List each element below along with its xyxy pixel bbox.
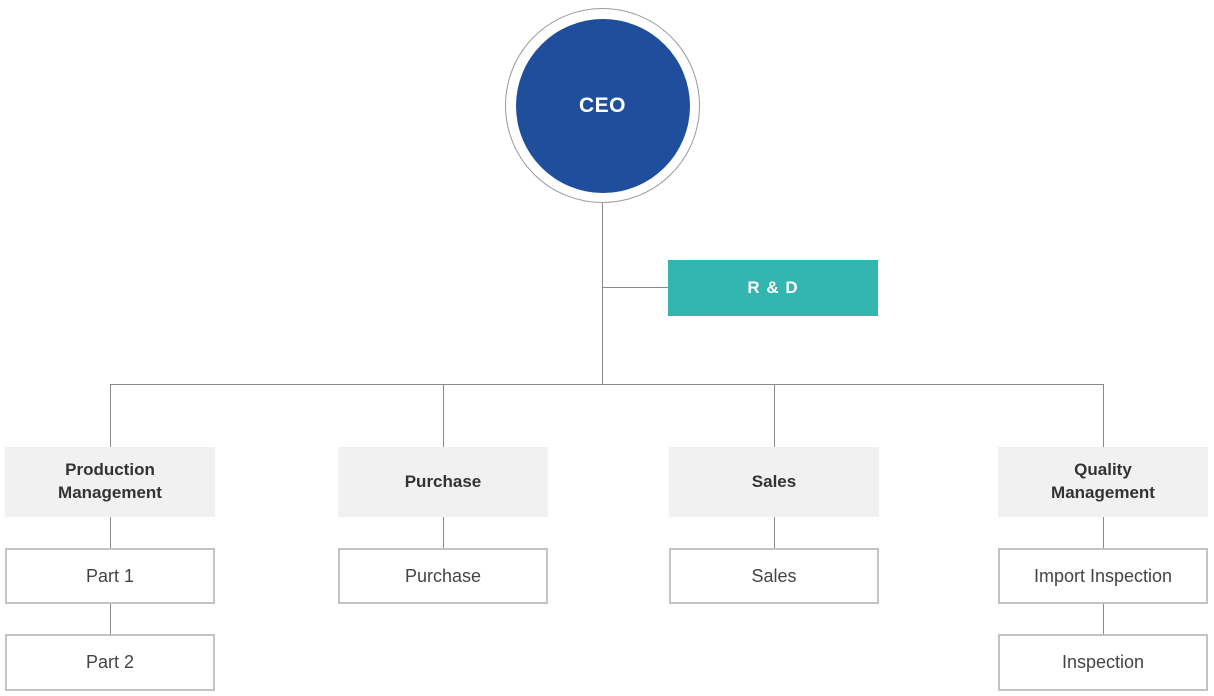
dept-unit-inspection: Inspection	[998, 634, 1208, 691]
connector-production-part1	[110, 517, 111, 548]
connector-quality-import	[1103, 517, 1104, 548]
connector-purchase-unit	[443, 517, 444, 548]
dept-header-production-management: Production Management	[5, 447, 215, 517]
connector-rd-branch	[602, 287, 668, 288]
connector-drop-quality	[1103, 384, 1104, 447]
connector-drop-production	[110, 384, 111, 447]
rd-label: R & D	[747, 278, 799, 297]
connector-main-horizontal	[110, 384, 1104, 385]
dept-unit-part-1: Part 1	[5, 548, 215, 604]
connector-drop-sales	[774, 384, 775, 447]
ceo-circle: CEO	[515, 18, 690, 193]
connector-import-inspection	[1103, 604, 1104, 634]
dept-header-purchase: Purchase	[338, 447, 548, 517]
connector-drop-purchase	[443, 384, 444, 447]
dept-header-quality-management: Quality Management	[998, 447, 1208, 517]
ceo-node: CEO	[505, 8, 700, 203]
dept-unit-sales: Sales	[669, 548, 879, 604]
ceo-label: CEO	[578, 93, 626, 117]
dept-unit-part-2: Part 2	[5, 634, 215, 691]
dept-header-sales: Sales	[669, 447, 879, 517]
dept-unit-import-inspection: Import Inspection	[998, 548, 1208, 604]
connector-ceo-stem	[602, 203, 603, 385]
connector-sales-unit	[774, 517, 775, 548]
connector-part1-part2	[110, 604, 111, 634]
rd-node: R & D	[668, 260, 878, 316]
dept-unit-purchase: Purchase	[338, 548, 548, 604]
